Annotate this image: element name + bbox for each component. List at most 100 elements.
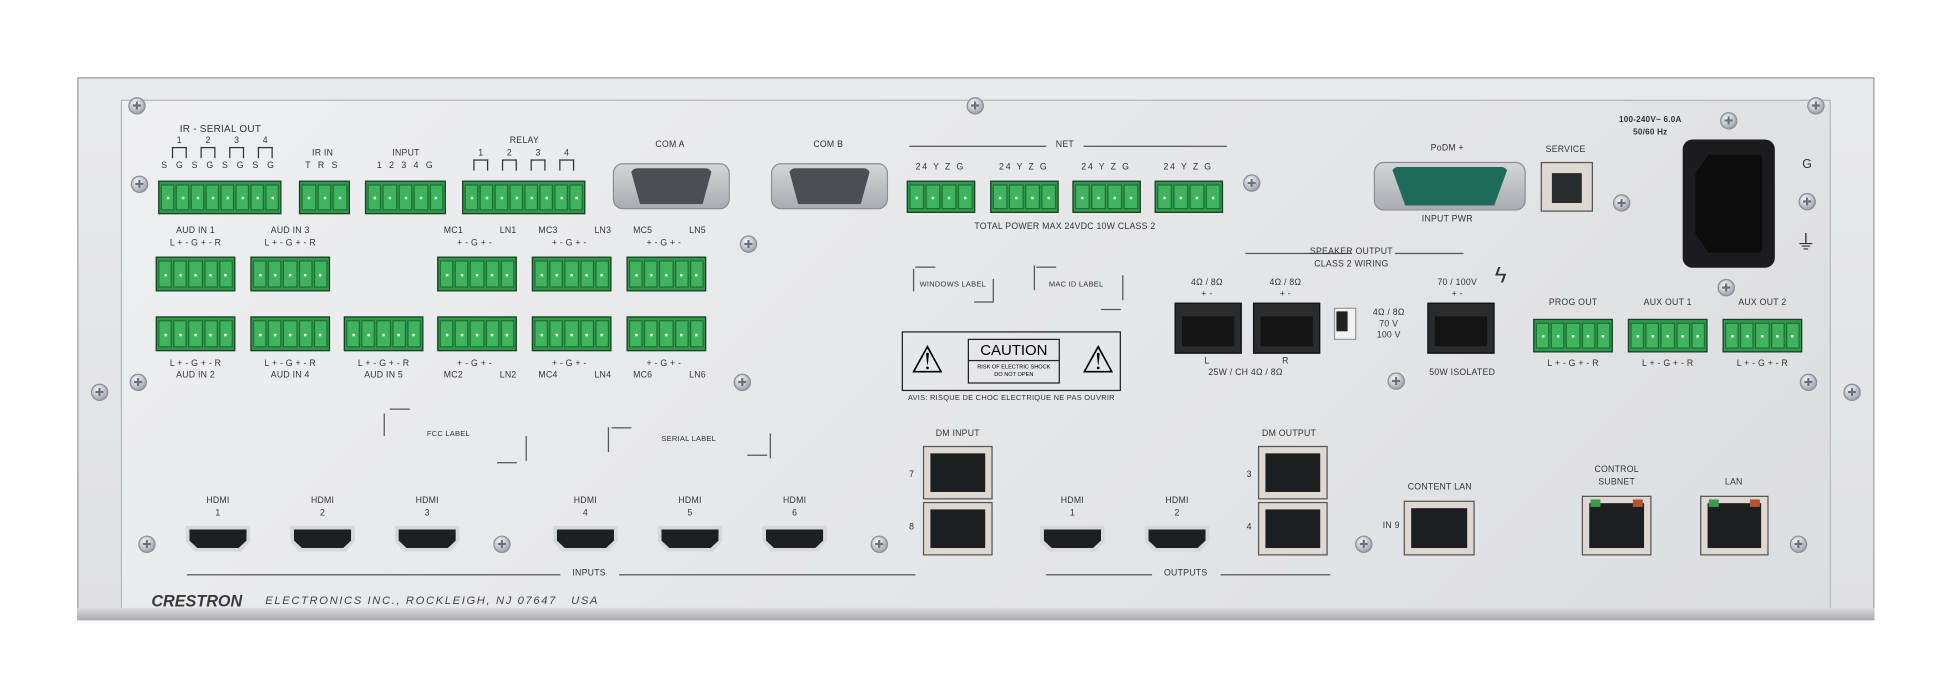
terminal-pin: [317, 184, 332, 211]
hdmi-output-port[interactable]: [1039, 525, 1105, 552]
speaker-right-label: R: [1282, 357, 1289, 367]
relay-terminal[interactable]: [462, 180, 586, 215]
audio-input-terminal[interactable]: [343, 316, 424, 352]
screw-icon: [138, 535, 156, 554]
hv-speaker-connector[interactable]: [1427, 302, 1495, 354]
terminal-pin: [595, 320, 610, 348]
dm-output-label: DM OUTPUT: [1262, 429, 1317, 439]
hdmi-input-port[interactable]: [290, 525, 355, 552]
mic-line-terminal[interactable]: [531, 256, 612, 292]
audio-input-terminal[interactable]: [250, 256, 331, 292]
content-lan-port[interactable]: [1403, 500, 1475, 556]
audio-pin-labels: L + - G + - R: [1736, 359, 1789, 369]
aux-out-1-terminal[interactable]: [1627, 318, 1708, 353]
hdmi-input-number: 2: [320, 509, 326, 519]
label-bracket: [383, 413, 385, 436]
dm-input-8-port[interactable]: [922, 501, 993, 556]
mic-line-terminal[interactable]: [437, 316, 517, 352]
mic-line-terminal[interactable]: [437, 256, 517, 292]
screw-icon: [870, 535, 889, 554]
terminal-pin: [674, 260, 689, 288]
input-terminal[interactable]: [364, 180, 446, 215]
terminal-pin: [203, 320, 218, 348]
speaker-mode-switch[interactable]: [1333, 307, 1357, 341]
switch-slider: [1336, 311, 1348, 332]
service-usb-port[interactable]: [1540, 161, 1593, 212]
lan-port[interactable]: [1700, 495, 1769, 556]
net-power-note: TOTAL POWER MAX 24VDC 10W CLASS 2: [974, 222, 1156, 232]
dm-port-number: 8: [909, 523, 915, 532]
mic-line-terminal[interactable]: [626, 316, 707, 352]
mic-pin-labels: + - G + -: [646, 359, 682, 369]
control-subnet-port[interactable]: [1581, 495, 1652, 556]
net-terminal[interactable]: [1072, 180, 1141, 213]
mic-line-terminal[interactable]: [626, 256, 707, 292]
dm-output-3-port[interactable]: [1257, 445, 1328, 500]
screw-icon: [1798, 193, 1816, 211]
mic-label: MC3: [538, 226, 558, 236]
dm-output-4-port[interactable]: [1257, 501, 1328, 556]
hdmi-input-port[interactable]: [394, 525, 460, 552]
terminal-pin: [579, 260, 594, 288]
hdmi-output-number: 1: [1069, 509, 1075, 519]
aux-out-2-terminal[interactable]: [1722, 318, 1803, 353]
podm-input-power-port[interactable]: [1373, 161, 1526, 211]
crestron-logo: CRESTRON: [151, 591, 243, 611]
ir-in-terminal[interactable]: [298, 180, 350, 215]
ac-power-inlet[interactable]: [1682, 139, 1775, 268]
prog-out-terminal[interactable]: [1533, 318, 1613, 353]
net-terminal[interactable]: [906, 180, 976, 213]
speaker-output-label: SPEAKER OUTPUT: [1309, 247, 1393, 257]
com-b-port[interactable]: [770, 163, 889, 210]
audio-input-terminal[interactable]: [250, 316, 331, 352]
terminal-pin: [1123, 184, 1139, 210]
audio-input-terminal[interactable]: [155, 256, 236, 292]
mic-line-terminal[interactable]: [531, 316, 612, 352]
net-terminal[interactable]: [1154, 180, 1224, 213]
dm-input-7-port[interactable]: [922, 445, 993, 500]
hdmi-input-port[interactable]: [553, 525, 618, 552]
dm-port-number: 7: [909, 470, 915, 480]
outputs-label: OUTPUTS: [1164, 569, 1208, 578]
speaker-right-connector[interactable]: [1252, 302, 1321, 354]
hdmi-label: HDMI: [782, 496, 807, 506]
control-subnet-label: SUBNET: [1598, 478, 1636, 487]
hdmi-input-port[interactable]: [657, 525, 723, 552]
speaker-left-connector[interactable]: [1174, 302, 1242, 354]
hdmi-input-port[interactable]: [185, 525, 251, 552]
label-bracket: [915, 266, 936, 268]
hdmi-output-port[interactable]: [1144, 525, 1210, 552]
terminal-pin: [439, 260, 454, 288]
switch-option-label: 4Ω / 8Ω: [1372, 308, 1405, 318]
audio-input-label: AUD IN 1: [176, 226, 215, 236]
terminal-pin: [313, 320, 328, 348]
audio-input-terminal[interactable]: [155, 316, 236, 352]
com-a-label: COM A: [655, 140, 685, 150]
audio-input-label: AUD IN 5: [364, 371, 404, 380]
rj45-socket: [1265, 509, 1321, 549]
ir-bracket-icon: [257, 146, 273, 159]
hdmi-output-number: 2: [1174, 509, 1180, 519]
relay-bracket-icon: [559, 159, 575, 171]
com-a-port[interactable]: [612, 163, 730, 210]
terminal-pin: [659, 320, 674, 348]
terminal-pin: [479, 184, 494, 211]
terminal-pin: [500, 260, 515, 288]
terminal-pin: [1074, 184, 1090, 210]
status-led-icon: [1632, 499, 1643, 507]
control-subnet-label: CONTROL: [1594, 465, 1639, 475]
label-bracket: [607, 427, 610, 453]
audio-pin-labels: L + - G + - R: [357, 359, 410, 369]
polarity-label: + -: [1201, 290, 1213, 299]
terminal-pin: [1770, 322, 1785, 349]
terminal-pin: [1157, 184, 1173, 210]
inputs-label: INPUTS: [572, 569, 606, 578]
windows-label-area: WINDOWS LABEL: [919, 281, 986, 289]
net-terminal[interactable]: [990, 180, 1059, 213]
ir-serial-out-terminal[interactable]: [158, 180, 282, 215]
mic-label: MC2: [443, 371, 463, 380]
hdmi-input-port[interactable]: [762, 525, 828, 552]
podm-shell: [1391, 166, 1509, 206]
hdmi-input-number: 6: [792, 509, 798, 519]
